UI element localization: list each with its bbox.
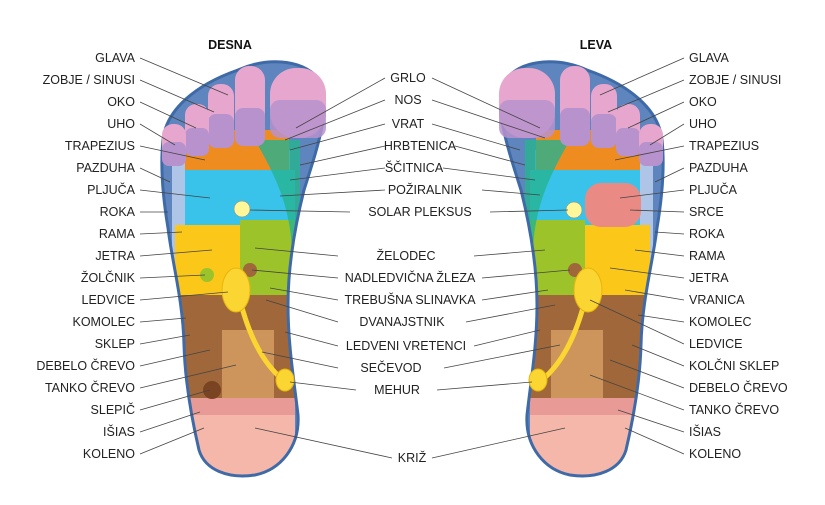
left-bladder [528, 368, 548, 392]
leader-lines [139, 57, 685, 459]
label-trapezius-left-foot: TRAPEZIUS [689, 139, 759, 153]
right-appendix-dot [203, 381, 221, 399]
label-trebusna-slinavka: TREBUŠNA SLINAVKA [344, 292, 476, 307]
label-vrat: VRAT [392, 117, 425, 131]
label-ledvice-left-foot: LEDVICE [689, 337, 743, 351]
left-foot-toes [499, 66, 663, 166]
label-glava-left-foot: GLAVA [689, 51, 729, 65]
label-solar-pleksus: SOLAR PLEKSUS [368, 205, 472, 219]
label-uho: UHO [107, 117, 135, 131]
label-poziralnik: POŽIRALNIK [388, 182, 463, 197]
label-tanko-crevo: TANKO ČREVO [45, 380, 135, 395]
label-dvanajstnik: DVANAJSTNIK [359, 315, 445, 329]
right-gallbladder-dot [200, 268, 214, 282]
label-oko-left-foot: OKO [689, 95, 717, 109]
label-jetra: JETRA [95, 249, 135, 263]
label-tanko-crevo-left-foot: TANKO ČREVO [689, 402, 779, 417]
label-rama-left-foot: RAMA [689, 249, 726, 263]
left-solar-plexus-dot [565, 201, 583, 219]
label-nos: NOS [394, 93, 421, 107]
right-adrenal-dot [243, 263, 257, 277]
label-oko: OKO [107, 95, 135, 109]
label-sklep: SKLEP [95, 337, 135, 351]
label-kolcni-sklep: KOLČNI SKLEP [689, 358, 779, 373]
label-debelo-crevo: DEBELO ČREVO [36, 358, 135, 373]
label-uho-left-foot: UHO [689, 117, 717, 131]
label-hrbtenica: HRBTENICA [384, 139, 457, 153]
label-jetra-left-foot: JETRA [689, 271, 729, 285]
left-heart [585, 183, 641, 227]
label-slepic: SLEPIČ [91, 402, 135, 417]
label-ledveni-vretenci: LEDVENI VRETENCI [346, 339, 466, 353]
label-pljuca: PLJUČA [87, 182, 136, 197]
label-zolcnik: ŽOLČNIK [81, 270, 136, 285]
label-komolec-left-foot: KOMOLEC [689, 315, 752, 329]
heading-right-foot: DESNA [208, 38, 252, 52]
label-zelodec: ŽELODEC [376, 248, 435, 263]
label-scitnica: ŠČITNICA [385, 160, 444, 175]
right-foot [160, 60, 327, 478]
right-bladder [275, 368, 295, 392]
label-zobje-sinusi-left-foot: ZOBJE / SINUSI [689, 73, 781, 87]
label-koleno-left-foot: KOLENO [689, 447, 741, 461]
label-grlo: GRLO [390, 71, 426, 85]
label-mehur: MEHUR [374, 383, 420, 397]
labels-left: GLAVA ZOBJE / SINUSI OKO UHO TRAPEZIUS P… [36, 51, 135, 461]
label-pljuca-left-foot: PLJUČA [689, 182, 738, 197]
labels-right: GLAVA ZOBJE / SINUSI OKO UHO TRAPEZIUS P… [689, 51, 788, 461]
label-ledvice: LEDVICE [82, 293, 136, 307]
right-kidney [221, 267, 251, 313]
label-isias-left-foot: IŠIAS [689, 424, 721, 439]
label-debelo-crevo-left-foot: DEBELO ČREVO [689, 380, 788, 395]
labels-center: GRLO NOS VRAT HRBTENICA ŠČITNICA POŽIRAL… [344, 71, 476, 465]
label-pazduha-left-foot: PAZDUHA [689, 161, 748, 175]
label-komolec: KOMOLEC [72, 315, 135, 329]
label-roka-left-foot: ROKA [689, 227, 725, 241]
label-kriz: KRIŽ [398, 450, 427, 465]
label-pazduha: PAZDUHA [76, 161, 135, 175]
label-glava: GLAVA [95, 51, 135, 65]
label-vranica: VRANICA [689, 293, 745, 307]
right-solar-plexus-dot [233, 200, 251, 218]
heading-left-foot: LEVA [580, 38, 612, 52]
label-roka: ROKA [100, 205, 136, 219]
label-zobje-sinusi: ZOBJE / SINUSI [43, 73, 135, 87]
label-trapezius: TRAPEZIUS [65, 139, 135, 153]
right-foot-toes [162, 66, 326, 166]
label-secevod: SEČEVOD [360, 360, 421, 375]
label-nadledvicna-zleza: NADLEDVIČNA ŽLEZA [345, 270, 476, 285]
label-rama: RAMA [99, 227, 136, 241]
label-srce: SRCE [689, 205, 724, 219]
left-kidney [573, 267, 603, 313]
label-koleno: KOLENO [83, 447, 135, 461]
label-isias: IŠIAS [103, 424, 135, 439]
